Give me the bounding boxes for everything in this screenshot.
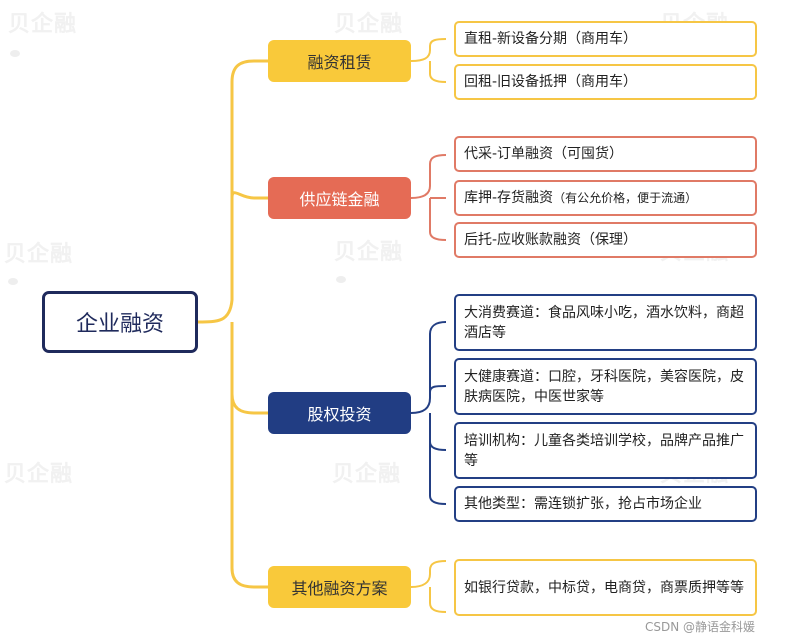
watermark: 贝企融 [4,242,74,267]
leaf-text: 培训机构：儿童各类培训学校，品牌产品推广等 [464,432,744,469]
watermark-mark [336,276,346,283]
root-connector [197,59,255,324]
root-node: 企业融资 [42,291,198,353]
leaf-sale-leaseback: 回租-旧设备抵押（商用车） [454,64,757,100]
leaf-other-types: 其他类型：需连锁扩张，抢占市场企业 [454,486,757,522]
watermark: 贝企融 [332,462,402,487]
branch-connector [429,442,447,505]
leaf-text: 代采-订单融资（可囤货） [464,146,624,162]
root-connector [230,394,255,589]
leaf-training-institutions: 培训机构：儿童各类培训学校，品牌产品推广等 [454,422,757,479]
branch-connector [410,154,447,199]
category-finance-lease: 融资租赁 [268,40,411,82]
leaf-text: 其他类型：需连锁扩张，抢占市场企业 [464,496,702,512]
branch-connector [410,38,447,62]
leaf-bank-loans: 如银行贷款，中标贷，电商贷，商票质押等等 [454,559,757,616]
watermark: 贝企融 [334,12,404,37]
footer-credit: CSDN @静语金科媛 [644,620,755,634]
leaf-text: 回租-旧设备抵押（商用车） [464,74,638,90]
leaf-text: 大健康赛道：口腔，牙科医院，美容医院，皮肤病医院，中医世家等 [464,368,744,405]
branch-connector [429,413,447,451]
leaf-text: 后托-应收账款融资（保理） [464,232,638,248]
watermark: 贝企融 [8,12,78,37]
leaf-inventory-financing: 库押-存货融资 （有公允价格，便于流通） [454,180,757,216]
leaf-order-financing: 代采-订单融资（可囤货） [454,136,757,172]
watermark-mark [8,278,18,285]
leaf-receivables-financing: 后托-应收账款融资（保理） [454,222,757,258]
category-other-financing: 其他融资方案 [268,566,411,608]
root-connector [230,322,255,415]
leaf-note: （有公允价格，便于流通） [553,191,698,205]
category-supply-chain-finance: 供应链金融 [268,177,411,219]
watermark-mark [10,50,20,57]
branch-connector [410,321,447,414]
leaf-text: 库押-存货融资 [464,190,554,206]
watermark: 贝企融 [334,240,404,265]
leaf-consumer-track: 大消费赛道：食品风味小吃，酒水饮料，商超酒店等 [454,294,757,351]
leaf-text: 直租-新设备分期（商用车） [464,31,638,47]
branch-connector [429,198,447,241]
category-equity-investment: 股权投资 [268,392,411,434]
leaf-text: 如银行贷款，中标贷，电商贷，商票质押等等 [464,579,744,596]
root-connector [230,191,255,300]
branch-connector [429,385,447,398]
watermark: 贝企融 [4,462,74,487]
branch-connector [410,560,447,588]
leaf-health-track: 大健康赛道：口腔，牙科医院，美容医院，皮肤病医院，中医世家等 [454,358,757,415]
branch-connector [429,587,447,613]
leaf-direct-lease: 直租-新设备分期（商用车） [454,21,757,57]
branch-connector [429,61,447,83]
leaf-text: 大消费赛道：食品风味小吃，酒水饮料，商超酒店等 [464,304,744,341]
